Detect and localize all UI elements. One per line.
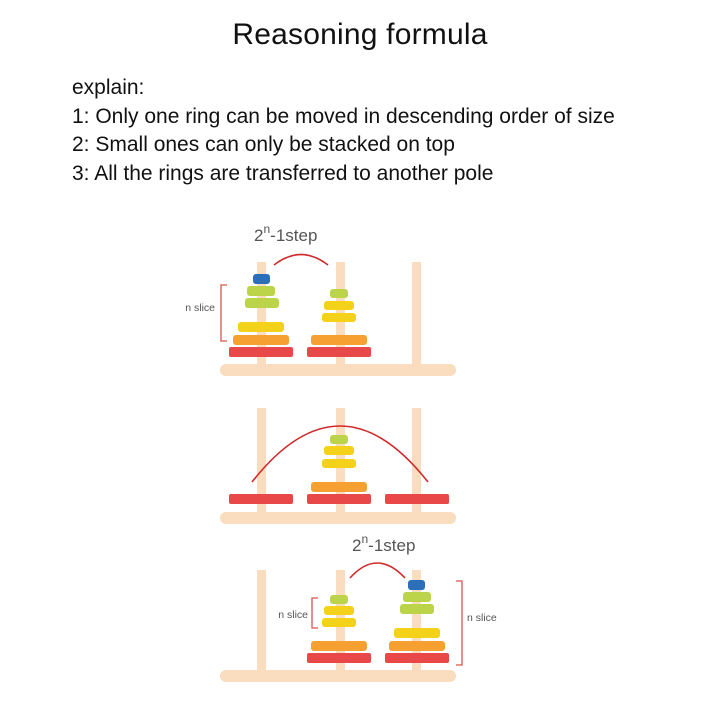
pole-2-right: [412, 408, 421, 518]
pole-2-left: [257, 408, 266, 518]
base-3: [220, 670, 456, 682]
ring-red: [307, 347, 371, 357]
pole-3-right: [412, 570, 421, 676]
pole-1-right: [412, 262, 421, 370]
ring-blue: [253, 274, 270, 284]
ring-yellow: [324, 606, 354, 615]
base-1: [220, 364, 456, 376]
ring-orange: [233, 335, 289, 345]
ring-red: [385, 653, 449, 663]
rule-3: 3: All the rings are transferred to anot…: [72, 161, 494, 185]
ring-red: [307, 494, 371, 504]
slice-label: n slice: [185, 302, 215, 314]
ring-red: [385, 494, 449, 504]
ring-yellow: [324, 446, 354, 455]
step-label: 2n-1step: [254, 222, 317, 245]
ring-orange: [311, 641, 367, 651]
rule-2: 2: Small ones can only be stacked on top: [72, 133, 455, 156]
ring-lime: [245, 298, 279, 308]
ring-red: [229, 494, 293, 504]
ring-lime: [330, 595, 348, 604]
rule-1: 1: Only one ring can be moved in descend…: [72, 104, 615, 128]
move-arc: [273, 253, 329, 266]
pole-1-left: [257, 262, 266, 370]
base-2: [220, 512, 456, 524]
ring-yellow: [238, 322, 284, 332]
ring-yellow: [322, 618, 356, 627]
panel-1: n slice 2n-1step: [185, 222, 456, 376]
ring-yellow: [322, 459, 356, 468]
explanation: explain: 1: Only one ring can be moved i…: [72, 74, 712, 188]
ring-yellow: [322, 313, 356, 322]
page-title: Reasoning formula: [232, 18, 488, 51]
slice-bracket-left: [311, 597, 318, 629]
slice-bracket: [220, 284, 227, 342]
move-arc-large: [251, 425, 429, 483]
ring-red: [229, 347, 293, 357]
ring-yellow: [324, 301, 354, 310]
panel-3: n slice n slice 2n-1step: [220, 532, 497, 682]
ring-yellow: [394, 628, 440, 638]
ring-orange: [389, 641, 445, 651]
ring-lime: [330, 435, 348, 444]
ring-lime: [330, 289, 348, 298]
slice-bracket-right: [456, 580, 463, 666]
ring-lime: [247, 286, 275, 296]
ring-lime: [400, 604, 434, 614]
ring-lime: [403, 592, 431, 602]
explain-heading: explain:: [72, 76, 145, 99]
ring-orange: [311, 482, 367, 492]
pole-3-left: [257, 570, 266, 676]
slice-label-right: n slice: [467, 612, 497, 624]
ring-red: [307, 653, 371, 663]
ring-blue: [408, 580, 425, 590]
step-label: 2n-1step: [352, 532, 415, 555]
panel-2: [220, 408, 456, 524]
move-arc: [349, 562, 406, 579]
ring-orange: [311, 335, 367, 345]
slice-label-left: n slice: [278, 609, 308, 621]
